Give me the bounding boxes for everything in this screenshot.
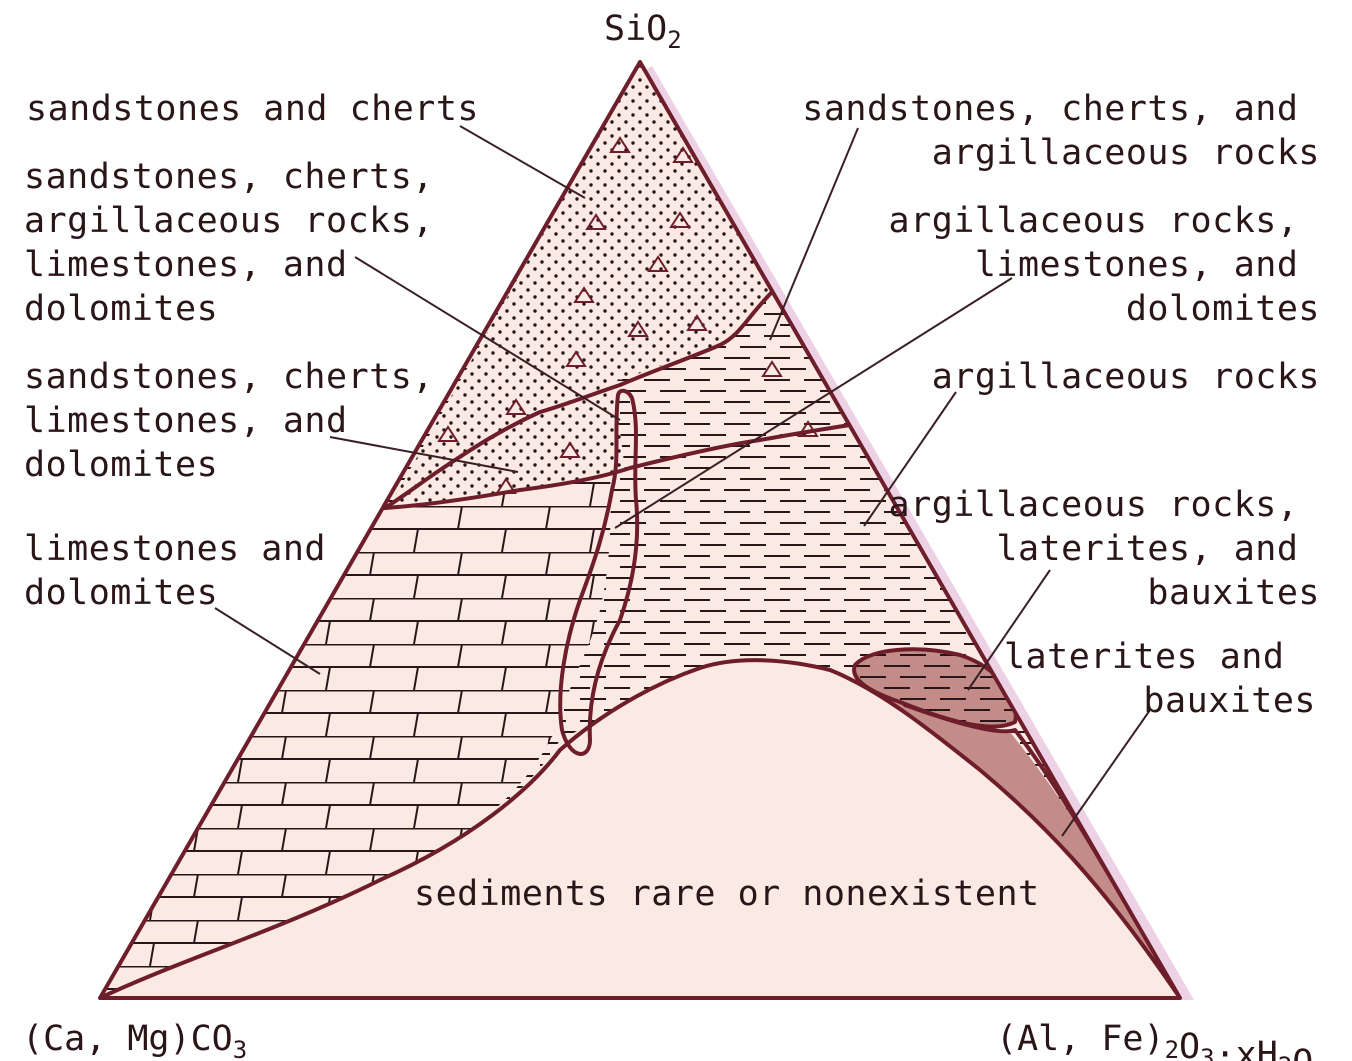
apex-bottom-left-label: (Ca, Mg)CO3 — [22, 1019, 247, 1061]
apex-top-text: SiO2 — [604, 9, 682, 54]
label-sediments-rare: sediments rare or nonexistent — [414, 874, 1040, 914]
label-sand-chert-argill: sandstones, cherts, and argillaceous roc… — [802, 89, 1320, 173]
label-sandstones-cherts: sandstones and cherts — [26, 89, 479, 129]
label-sand-chert-argill-lime-dolo: sandstones, cherts, argillaceous rocks, … — [24, 157, 455, 329]
label-limestones-dolomites: limestones and dolomites — [24, 529, 348, 613]
label-laterites-bauxites: laterites and bauxites — [1004, 637, 1316, 721]
label-argill-lime-dolo: argillaceous rocks, limestones, and dolo… — [889, 201, 1320, 329]
label-sand-chert-lime-dolo: sandstones, cherts, limestones, and dolo… — [24, 357, 455, 485]
label-argillaceous: argillaceous rocks — [932, 357, 1320, 397]
apex-bottom-right-label: (Al, Fe)2O3·xH2O — [996, 1019, 1313, 1061]
apex-top-label: SiO2 — [604, 9, 682, 54]
